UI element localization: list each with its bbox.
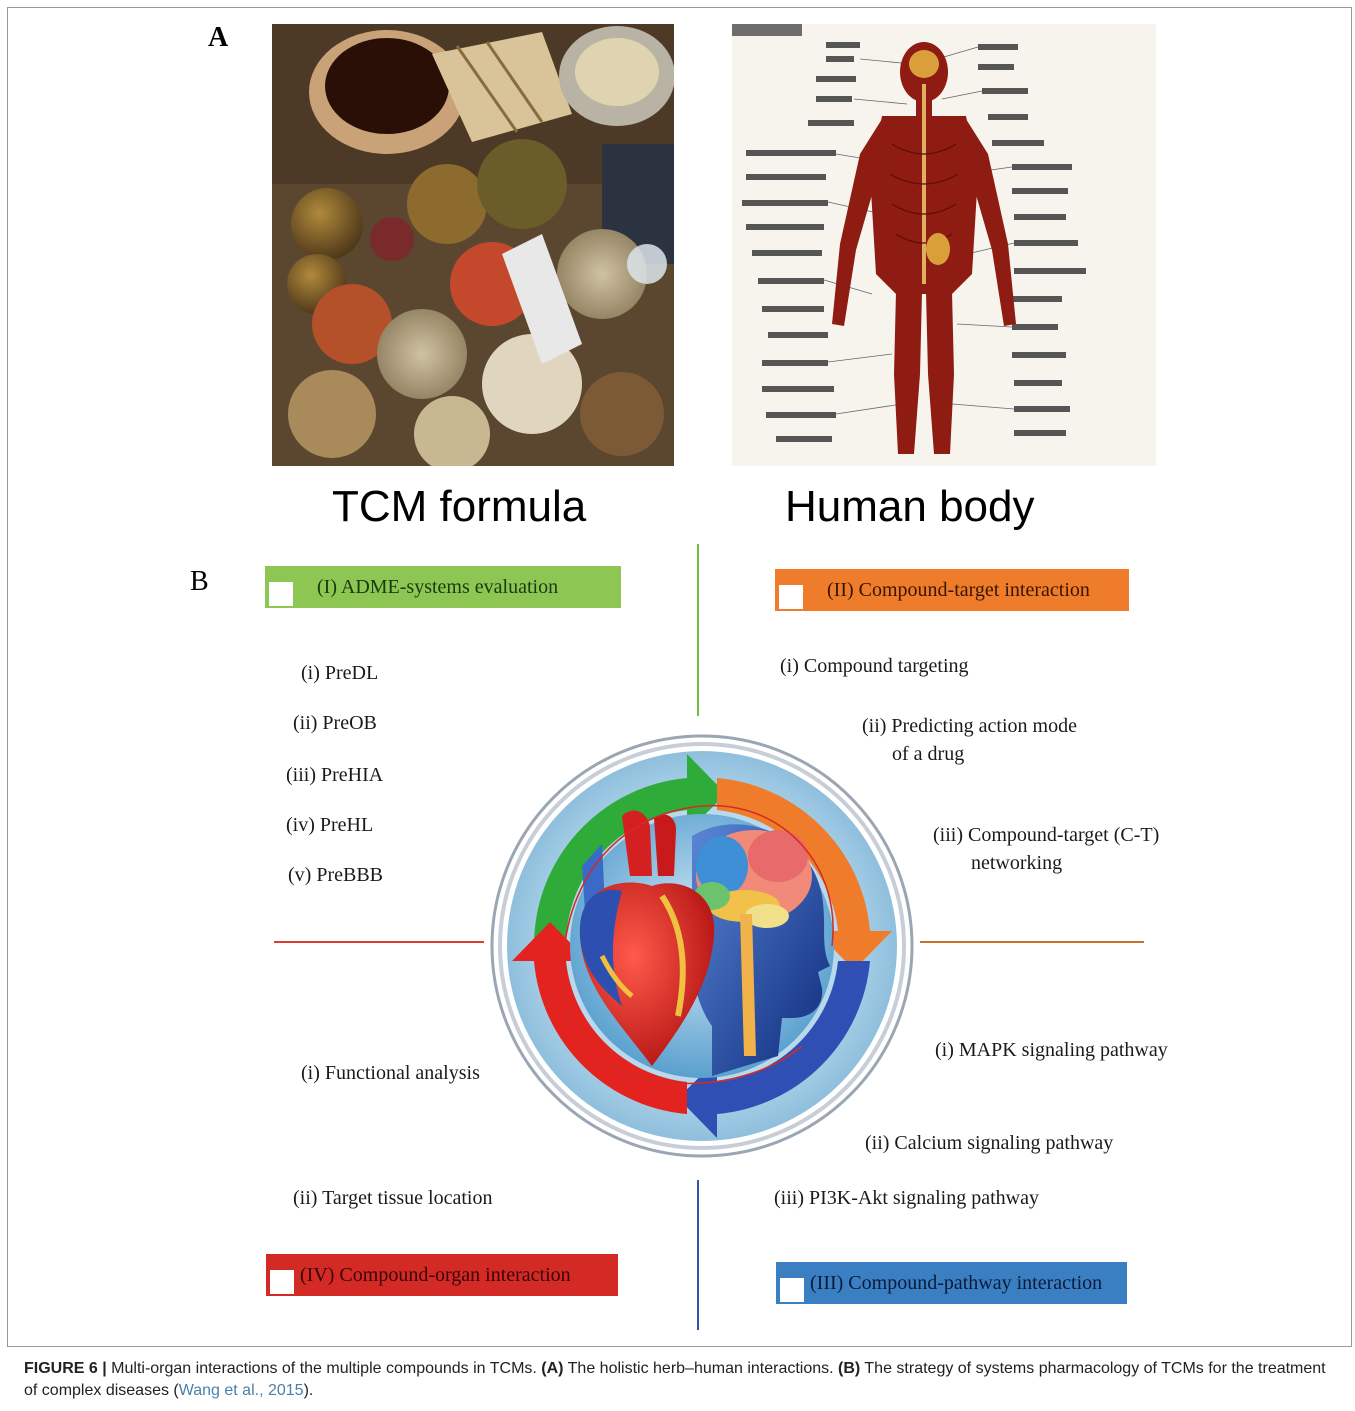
caption-text-3: The strategy of systems pharmacology of … [24, 1360, 1326, 1399]
tcm-formula-label: TCM formula [332, 482, 587, 531]
compound-organ-header-bar: (IV) Compound-organ interaction [266, 1254, 618, 1296]
panel-a-letter: A [208, 22, 229, 53]
figure-frame: A [7, 7, 1352, 1347]
caption-text-1: Multi-organ interactions of the multiple… [106, 1360, 542, 1377]
compound-pathway-header-checkbox [780, 1278, 804, 1302]
compound-pathway-header-label: (III) Compound-pathway interaction [810, 1271, 1103, 1294]
tcm-herbs-image [272, 24, 674, 466]
adme-item: (v) PreBBB [288, 864, 383, 886]
caption-b-ref: (B) [838, 1360, 861, 1377]
organ-cycle-illustration [490, 734, 914, 1158]
compound-pathway-item: (ii) Calcium signaling pathway [865, 1132, 1114, 1154]
red-arrow [512, 922, 687, 1114]
compound-target-item: of a drug [892, 743, 965, 765]
adme-header-checkbox [269, 582, 293, 606]
compound-target-item: (iii) Compound-target (C-T) [933, 824, 1160, 846]
adme-item: (i) PreDL [301, 662, 379, 684]
adme-item: (iv) PreHL [286, 814, 374, 836]
caption-text-2: The holistic herb–human interactions. [563, 1360, 839, 1377]
compound-pathway-item: (iii) PI3K-Akt signaling pathway [774, 1187, 1039, 1209]
blue-arrow [678, 961, 870, 1138]
caption-text-4: ). [303, 1382, 314, 1399]
adme-header-label: (I) ADME-systems evaluation [317, 575, 559, 598]
compound-target-item: (i) Compound targeting [780, 655, 969, 677]
human-body-chart-image [732, 24, 1156, 466]
citation-link[interactable]: Wang et al., 2015 [178, 1382, 304, 1399]
quadrant-axes [274, 544, 1144, 1330]
compound-target-header-label: (II) Compound-target interaction [827, 578, 1090, 601]
compound-organ-item: (i) Functional analysis [301, 1062, 480, 1084]
compound-target-header-checkbox [779, 585, 803, 609]
compound-pathway-header-bar: (III) Compound-pathway interaction [776, 1262, 1127, 1304]
compound-organ-header-checkbox [270, 1270, 294, 1294]
compound-target-header-bar: (II) Compound-target interaction [775, 569, 1129, 611]
compound-target-item: networking [971, 852, 1063, 874]
compound-organ-item: (ii) Target tissue location [293, 1187, 493, 1209]
green-arrow [533, 754, 726, 946]
adme-header-bar: (I) ADME-systems evaluation [265, 566, 621, 608]
adme-item: (iii) PreHIA [286, 764, 384, 786]
panel-b-letter: B [190, 566, 209, 597]
compound-pathway-item: (i) MAPK signaling pathway [935, 1039, 1168, 1061]
human-body-label: Human body [785, 482, 1035, 531]
compound-target-item: (ii) Predicting action mode [862, 715, 1077, 737]
compound-organ-header-label: (IV) Compound-organ interaction [300, 1263, 571, 1286]
adme-item: (ii) PreOB [293, 712, 377, 734]
caption-a-ref: (A) [541, 1360, 564, 1377]
orange-arrow [717, 778, 892, 970]
figure-caption: FIGURE 6 | Multi-organ interactions of t… [24, 1358, 1334, 1402]
figure-label: FIGURE 6 | [24, 1360, 107, 1377]
